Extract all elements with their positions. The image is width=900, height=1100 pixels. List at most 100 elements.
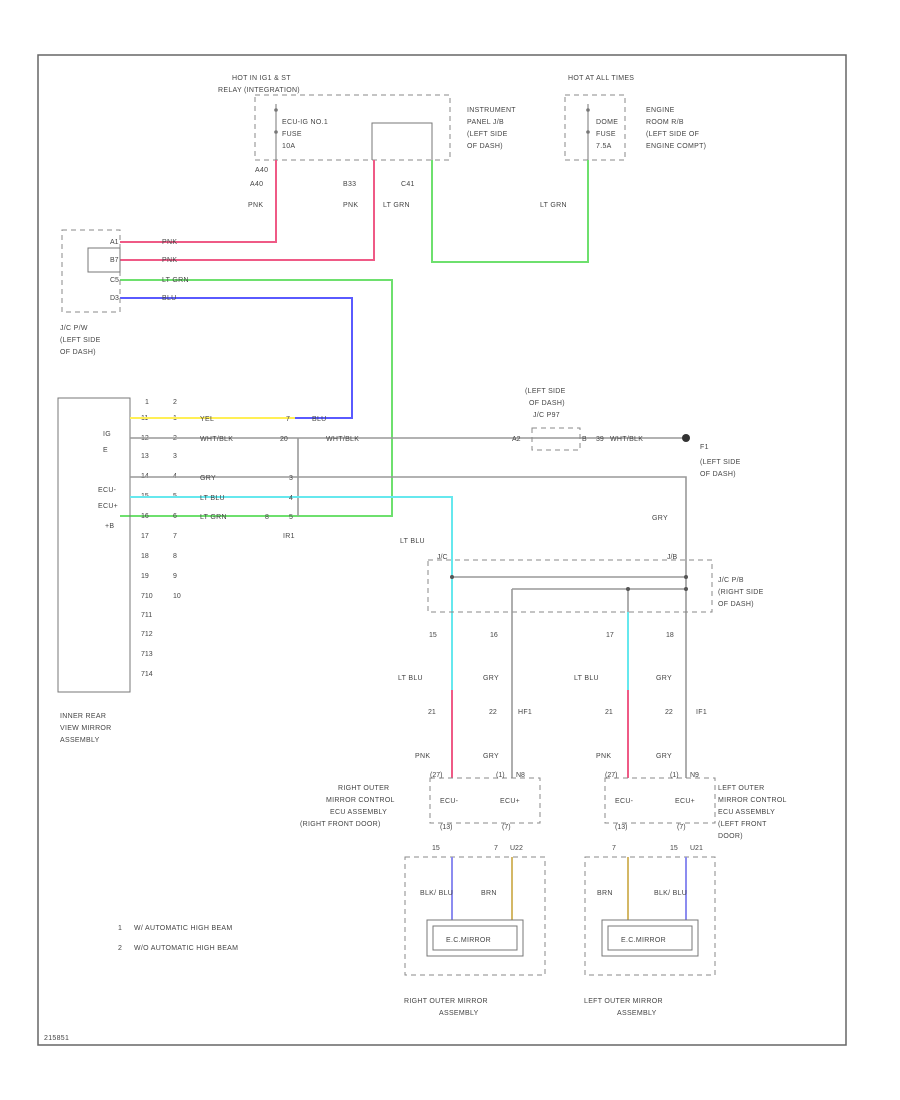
- left-ecu-label-l4: (LEFT FRONT: [718, 821, 767, 828]
- pin-b33: B33: [343, 181, 356, 188]
- wires-mid: [130, 417, 687, 700]
- wire-pnk-b: [120, 160, 375, 261]
- left-ecu-label-l3: ECU ASSEMBLY: [718, 809, 775, 816]
- ecu-ig-fuse-l3: 10A: [282, 143, 295, 150]
- wire-label-gry-1: GRY: [200, 475, 216, 482]
- engine-room-l4: ENGINE COMPT): [646, 143, 706, 150]
- pin-a40: A40: [250, 181, 263, 188]
- wire-label-ltgrn-3: LT GRN: [200, 514, 227, 521]
- drop-wire-gry-2: GRY: [656, 675, 672, 682]
- wire-label-gry-2: GRY: [652, 515, 668, 522]
- mirror-col2-6: 7: [173, 533, 177, 540]
- ground-connector: [531, 427, 581, 451]
- inner-mirror-label-l1: INNER REAR: [60, 713, 106, 720]
- mirror-side-ecu-minus: ECU-: [98, 487, 117, 494]
- ip-jb-l3: (LEFT SIDE: [467, 131, 508, 138]
- relay-name-label: RELAY (INTEGRATION): [218, 87, 300, 94]
- right-ecu-label-l2: MIRROR CONTROL: [326, 797, 395, 804]
- wire-label-yel: YEL: [200, 416, 214, 423]
- jc-left-pin-c5: C5: [110, 277, 119, 284]
- wire-label-ltgrn-2: LT GRN: [540, 202, 567, 209]
- left-ecu-sub-b: (7): [677, 824, 686, 831]
- wires-drop: [451, 612, 687, 778]
- mirror-col1-6: 17: [141, 533, 149, 540]
- ground-label-l2: OF DASH): [700, 471, 736, 478]
- ground-pin-a: A2: [512, 436, 521, 443]
- wire-label-pnk-1: PNK: [248, 202, 263, 209]
- right-ecu-pin-b: (1): [496, 772, 505, 779]
- right-ecu-sub-a: (13): [440, 824, 452, 831]
- ecu-pin-21-a: 21: [428, 709, 436, 716]
- jc-left-label-l1: J/C P/W: [60, 325, 88, 332]
- jc-left-pin-d3: D3: [110, 295, 119, 302]
- jn-hf1: HF1: [518, 709, 532, 716]
- hot-at-all-times-l1: HOT AT ALL TIMES: [568, 75, 634, 82]
- relay-block: HOT IN IG1 & ST RELAY (INTEGRATION) ECU-…: [218, 75, 516, 174]
- inner-mirror-label-l3: ASSEMBLY: [60, 737, 100, 744]
- right-mirror-label-l2: ASSEMBLY: [439, 1010, 479, 1017]
- jc-right-pin-b: J/B: [667, 554, 677, 561]
- ecu-wire-gry-2: GRY: [656, 753, 672, 760]
- ecu-wire-pnk-2: PNK: [596, 753, 611, 760]
- jc-left-wire-pnk-2: PNK: [162, 257, 177, 264]
- ground-conn-l2: OF DASH): [529, 400, 565, 407]
- mirror-col1-9: 710: [141, 593, 153, 600]
- right-outer-mirror: 15 7 U22 BLK/ BLU BRN E.C.MIRROR RIGHT O…: [404, 845, 546, 1017]
- right-ec-mirror: E.C.MIRROR: [446, 937, 491, 944]
- wire-label-pnk-2: PNK: [343, 202, 358, 209]
- pin-c41: C41: [401, 181, 415, 188]
- ip-jb-l4: OF DASH): [467, 143, 503, 150]
- drop-pin-18: 18: [666, 632, 674, 639]
- ip-jb-l1: INSTRUMENT: [467, 107, 516, 114]
- mirror-col2-9: 10: [173, 593, 181, 600]
- jc-right-label-l1: J/C P/B: [718, 577, 744, 584]
- left-outer-mirror: 7 15 U21 BRN BLK/ BLU E.C.MIRROR LEFT OU…: [584, 845, 716, 1017]
- wire-label-whtblk-3: WHT/BLK: [610, 436, 643, 443]
- wire-label-ltgrn-1: LT GRN: [383, 202, 410, 209]
- left-ecu-plus: ECU+: [675, 798, 695, 805]
- legend: 1 W/ AUTOMATIC HIGH BEAM 2 W/O AUTOMATIC…: [118, 925, 238, 952]
- right-mirror-pin-a: 15: [432, 845, 440, 852]
- wire-blu: [120, 297, 353, 419]
- right-ecu-label-l4: (RIGHT FRONT DOOR): [300, 821, 381, 828]
- ground-name: F1: [700, 444, 709, 451]
- ecu-pin-22-a: 22: [489, 709, 497, 716]
- mirror-col1-5: 16: [141, 513, 149, 520]
- wires-top: [120, 160, 589, 517]
- mirror-col1-12: 713: [141, 651, 153, 658]
- mirror-header-2: 2: [173, 399, 177, 406]
- left-mirror-pin-a: 7: [612, 845, 616, 852]
- jc-left: A1 B7 C5 D3 PNK PNK LT GRN BLU J/C P/W (…: [60, 229, 189, 356]
- jc-left-label-l3: OF DASH): [60, 349, 96, 356]
- wire-label-whtblk-1: WHT/BLK: [200, 436, 233, 443]
- junction-pin-4: 4: [289, 495, 293, 502]
- wire-ltgrn-top: [431, 160, 589, 263]
- jc-right-label-l3: OF DASH): [718, 601, 754, 608]
- junction-name: IR1: [283, 533, 295, 540]
- mirror-col2-7: 8: [173, 553, 177, 560]
- inner-mirror-assembly: IG E ECU- ECU+ +B 1 2 11 12 13 14 15 16 …: [57, 397, 181, 744]
- legend-num-1: 1: [118, 925, 122, 932]
- junction-pin-8: 8: [265, 514, 269, 521]
- right-mirror-wire-brn: BRN: [481, 890, 497, 897]
- jn-if1: IF1: [696, 709, 707, 716]
- ground-label-l1: (LEFT SIDE: [700, 459, 741, 466]
- mirror-col1-2: 13: [141, 453, 149, 460]
- wire-label-blu-2: BLU: [312, 416, 327, 423]
- ecu-wire-gry-1: GRY: [483, 753, 499, 760]
- mirror-col1-8: 19: [141, 573, 149, 580]
- ground-conn-l3: J/C P97: [533, 412, 560, 419]
- ground-pin-b: B: [582, 436, 587, 443]
- mirror-col2-2: 3: [173, 453, 177, 460]
- right-ecu-pin-a: (27): [430, 772, 442, 779]
- right-mirror-label-l1: RIGHT OUTER MIRROR: [404, 998, 488, 1005]
- mirror-col2-5: 6: [173, 513, 177, 520]
- left-mirror-label-l2: ASSEMBLY: [617, 1010, 657, 1017]
- right-ecu-label-l3: ECU ASSEMBLY: [330, 809, 387, 816]
- engine-room-l2: ROOM R/B: [646, 119, 684, 126]
- right-mirror-wire-blkblu: BLK/ BLU: [420, 890, 453, 897]
- left-mirror-wire-blkblu: BLK/ BLU: [654, 890, 687, 897]
- left-ecu-sub-a: (13): [615, 824, 627, 831]
- ground-conn-l1: (LEFT SIDE: [525, 388, 566, 395]
- drop-pin-17: 17: [606, 632, 614, 639]
